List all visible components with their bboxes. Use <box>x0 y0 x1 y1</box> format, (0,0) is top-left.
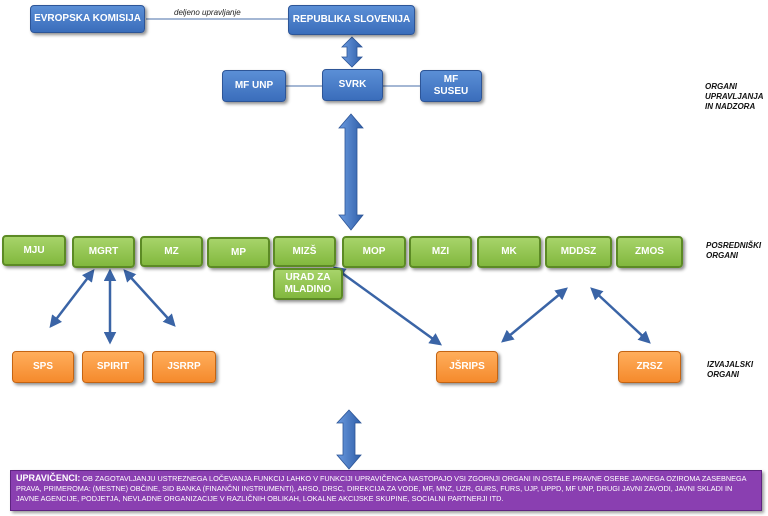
mju-label: MJU <box>23 244 45 256</box>
zmos-label: ZMOS <box>635 246 664 257</box>
beneficiaries-text: OB ZAGOTAVLJANJU USTREZNEGA LOČEVANJA FU… <box>16 474 747 503</box>
mgrt-box: MGRT <box>72 236 135 268</box>
evropska-komisija-box: EVROPSKA KOMISIJA <box>30 5 145 33</box>
mizs-jsrips-arrow <box>332 266 443 346</box>
mop-label: MOP <box>362 246 386 257</box>
big-double-arrow-2 <box>338 113 364 231</box>
mp-box: MP <box>207 237 270 268</box>
implementing-label-line1: IZVAJALSKI <box>707 360 754 369</box>
republika-slovenija-box: REPUBLIKA SLOVENIJA <box>288 5 415 35</box>
jsrrp-box: JSRRP <box>152 351 216 383</box>
mf-unp-box: MF UNP <box>222 70 286 102</box>
mddsz-jsrips-arrow <box>501 287 568 343</box>
management-organs-label: ORGANI UPRAVLJANJA IN NADZORA <box>705 82 768 112</box>
mizs-label: MIZŠ <box>292 245 317 257</box>
mgrt-sps-arrow <box>49 269 95 328</box>
jsrips-box: JŠRIPS <box>436 351 498 383</box>
implementing-label-line2: ORGANI <box>707 370 739 379</box>
mju-box: MJU <box>2 235 66 266</box>
big-double-arrow-3 <box>336 409 362 470</box>
sps-label: SPS <box>32 361 53 372</box>
mk-label: MK <box>501 246 517 257</box>
sps-box: SPS <box>12 351 74 383</box>
evropska-komisija-label: EVROPSKA KOMISIJA <box>34 13 141 24</box>
mp-label: MP <box>231 246 246 258</box>
beneficiaries-lead: UPRAVIČENCI: <box>16 473 81 483</box>
zmos-box: ZMOS <box>616 236 683 268</box>
mf-unp-label: MF UNP <box>234 80 274 91</box>
mz-label: MZ <box>164 245 179 257</box>
intermediate-label-line2: ORGANI <box>706 251 738 260</box>
mop-box: MOP <box>342 236 406 268</box>
mddsz-box: MDDSZ <box>545 236 612 268</box>
mzi-box: MZI <box>409 236 472 268</box>
mf-suseu-label-line2: SUSEU <box>433 86 469 97</box>
mgrt-label: MGRT <box>88 246 119 257</box>
management-label-line3: IN NADZORA <box>705 102 756 111</box>
mizs-box: MIZŠ <box>273 236 336 267</box>
mgrt-jsrrp-arrow <box>123 269 176 327</box>
mf-suseu-label-line1: MF <box>443 74 459 85</box>
mk-box: MK <box>477 236 541 268</box>
implementing-organs-label: IZVAJALSKI ORGANI <box>707 360 768 380</box>
management-label-line1: ORGANI <box>705 82 737 91</box>
management-label-line2: UPRAVLJANJA <box>705 92 764 101</box>
spirit-box: SPIRIT <box>82 351 144 383</box>
jsrips-label: JŠRIPS <box>449 361 485 372</box>
big-double-arrow-1 <box>341 36 363 68</box>
urad-za-mladino-box: URAD ZA MLADINO <box>273 268 343 300</box>
svrk-box: SVRK <box>322 69 383 101</box>
mddsz-zrsz-arrow <box>590 287 651 344</box>
spirit-label: SPIRIT <box>96 361 130 372</box>
republika-slovenija-label: REPUBLIKA SLOVENIJA <box>292 14 411 25</box>
mddsz-label: MDDSZ <box>560 246 597 257</box>
zrsz-box: ZRSZ <box>618 351 681 383</box>
urad-za-mladino-line2: MLADINO <box>284 284 332 295</box>
svrk-label: SVRK <box>338 79 367 90</box>
intermediate-organs-label: POSREDNIŠKI ORGANI <box>706 241 768 261</box>
jsrrp-label: JSRRP <box>167 361 201 372</box>
intermediate-label-line1: POSREDNIŠKI <box>706 241 762 250</box>
mf-suseu-box: MF SUSEU <box>420 70 482 102</box>
zrsz-label: ZRSZ <box>636 361 663 372</box>
mz-box: MZ <box>140 236 203 267</box>
beneficiaries-box: UPRAVIČENCI: OB ZAGOTAVLJANJU USTREZNEGA… <box>10 470 762 511</box>
shared-management-label: deljeno upravljanje <box>174 8 241 17</box>
urad-za-mladino-line1: URAD ZA <box>285 272 331 283</box>
mzi-label: MZI <box>431 246 450 257</box>
